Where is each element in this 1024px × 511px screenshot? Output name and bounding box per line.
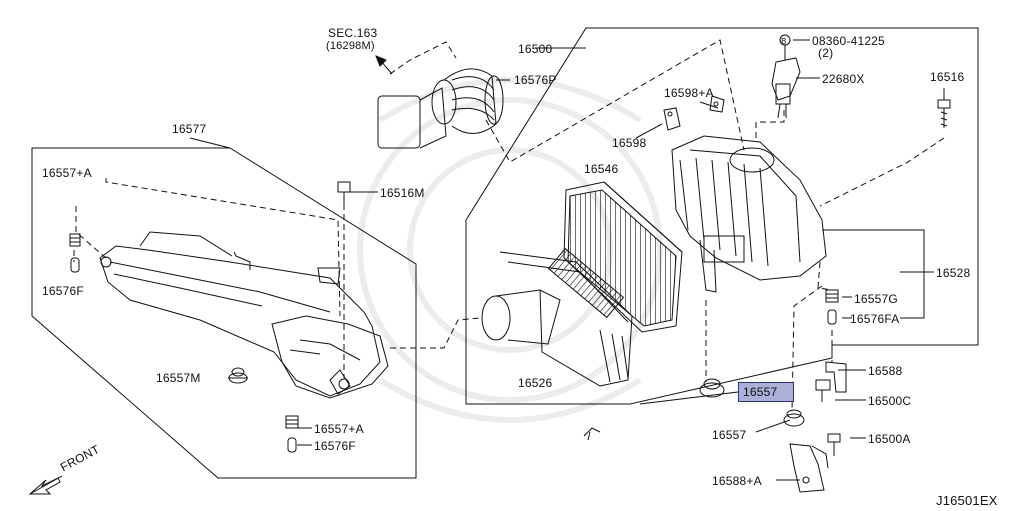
label-16516-right: 16516 bbox=[930, 70, 965, 84]
resonator-16577 bbox=[99, 231, 389, 399]
duct-16576P bbox=[377, 68, 504, 149]
bolt-16516 bbox=[937, 99, 951, 128]
label-08360: 08360-41225 bbox=[812, 34, 885, 48]
bracket-16588 bbox=[825, 361, 847, 393]
bracket-16588A bbox=[789, 443, 829, 493]
grommet-16557-upper bbox=[699, 378, 725, 398]
label-16546: 16546 bbox=[584, 162, 619, 176]
label-16576P: 16576P bbox=[514, 73, 557, 87]
label-16598: 16598 bbox=[612, 136, 647, 150]
label-16526: 16526 bbox=[518, 376, 553, 390]
label-16557-highlighted[interactable]: 16557 bbox=[738, 382, 794, 402]
filter-element-16546 bbox=[563, 181, 683, 333]
label-16577: 16577 bbox=[172, 122, 207, 136]
grommet-16557A-top bbox=[69, 233, 81, 247]
label-16598A: 16598+A bbox=[664, 86, 714, 100]
label-16576F-bottom: 16576F bbox=[314, 439, 356, 453]
grommet-16557A-bottom bbox=[285, 415, 299, 429]
frame-16500 bbox=[465, 27, 979, 405]
label-16500C: 16500C bbox=[868, 394, 912, 408]
clip-small bbox=[583, 427, 601, 441]
label-16557G: 16557G bbox=[854, 292, 898, 306]
front-arrow-icon bbox=[28, 475, 63, 495]
svg-text:B: B bbox=[781, 37, 786, 46]
label-16588: 16588 bbox=[868, 364, 903, 378]
label-16500A: 16500A bbox=[868, 432, 911, 446]
bolt-08360: B bbox=[779, 34, 791, 60]
label-16557-lower: 16557 bbox=[712, 428, 747, 442]
pin-16576F-bottom bbox=[287, 437, 297, 453]
figure-code: J16501EX bbox=[936, 493, 998, 508]
grommet-16557M bbox=[228, 367, 248, 384]
label-16557M: 16557M bbox=[156, 371, 201, 385]
label-16528: 16528 bbox=[936, 266, 971, 280]
label-22680X: 22680X bbox=[822, 72, 865, 86]
label-16500: 16500 bbox=[518, 42, 553, 56]
case-lower-16526 bbox=[481, 247, 633, 387]
label-ref16298m: (16298M) bbox=[326, 40, 375, 52]
label-08360-qty: (2) bbox=[818, 46, 834, 60]
label-16557A-bottom: 16557+A bbox=[314, 422, 364, 436]
grommet-16557G bbox=[825, 289, 839, 303]
case-upper-16528 bbox=[671, 135, 827, 293]
bolt-16516M bbox=[337, 181, 351, 206]
bolt-16500A bbox=[827, 433, 841, 456]
frame-16528-bracket bbox=[822, 229, 925, 319]
clip-16500C bbox=[815, 379, 831, 402]
label-16516M: 16516M bbox=[380, 186, 425, 200]
grommet-16557-lower bbox=[783, 409, 805, 427]
bracket-16598 bbox=[663, 95, 725, 131]
pin-16576F-left bbox=[70, 257, 80, 273]
label-16557A-top: 16557+A bbox=[42, 166, 92, 180]
label-16588A: 16588+A bbox=[712, 474, 762, 488]
sensor-22680X bbox=[771, 57, 801, 119]
label-sec163: SEC.163 bbox=[328, 26, 378, 40]
label-16576FA: 16576FA bbox=[850, 312, 900, 326]
label-16576F-left: 16576F bbox=[42, 284, 84, 298]
pin-16576FA bbox=[827, 309, 837, 325]
